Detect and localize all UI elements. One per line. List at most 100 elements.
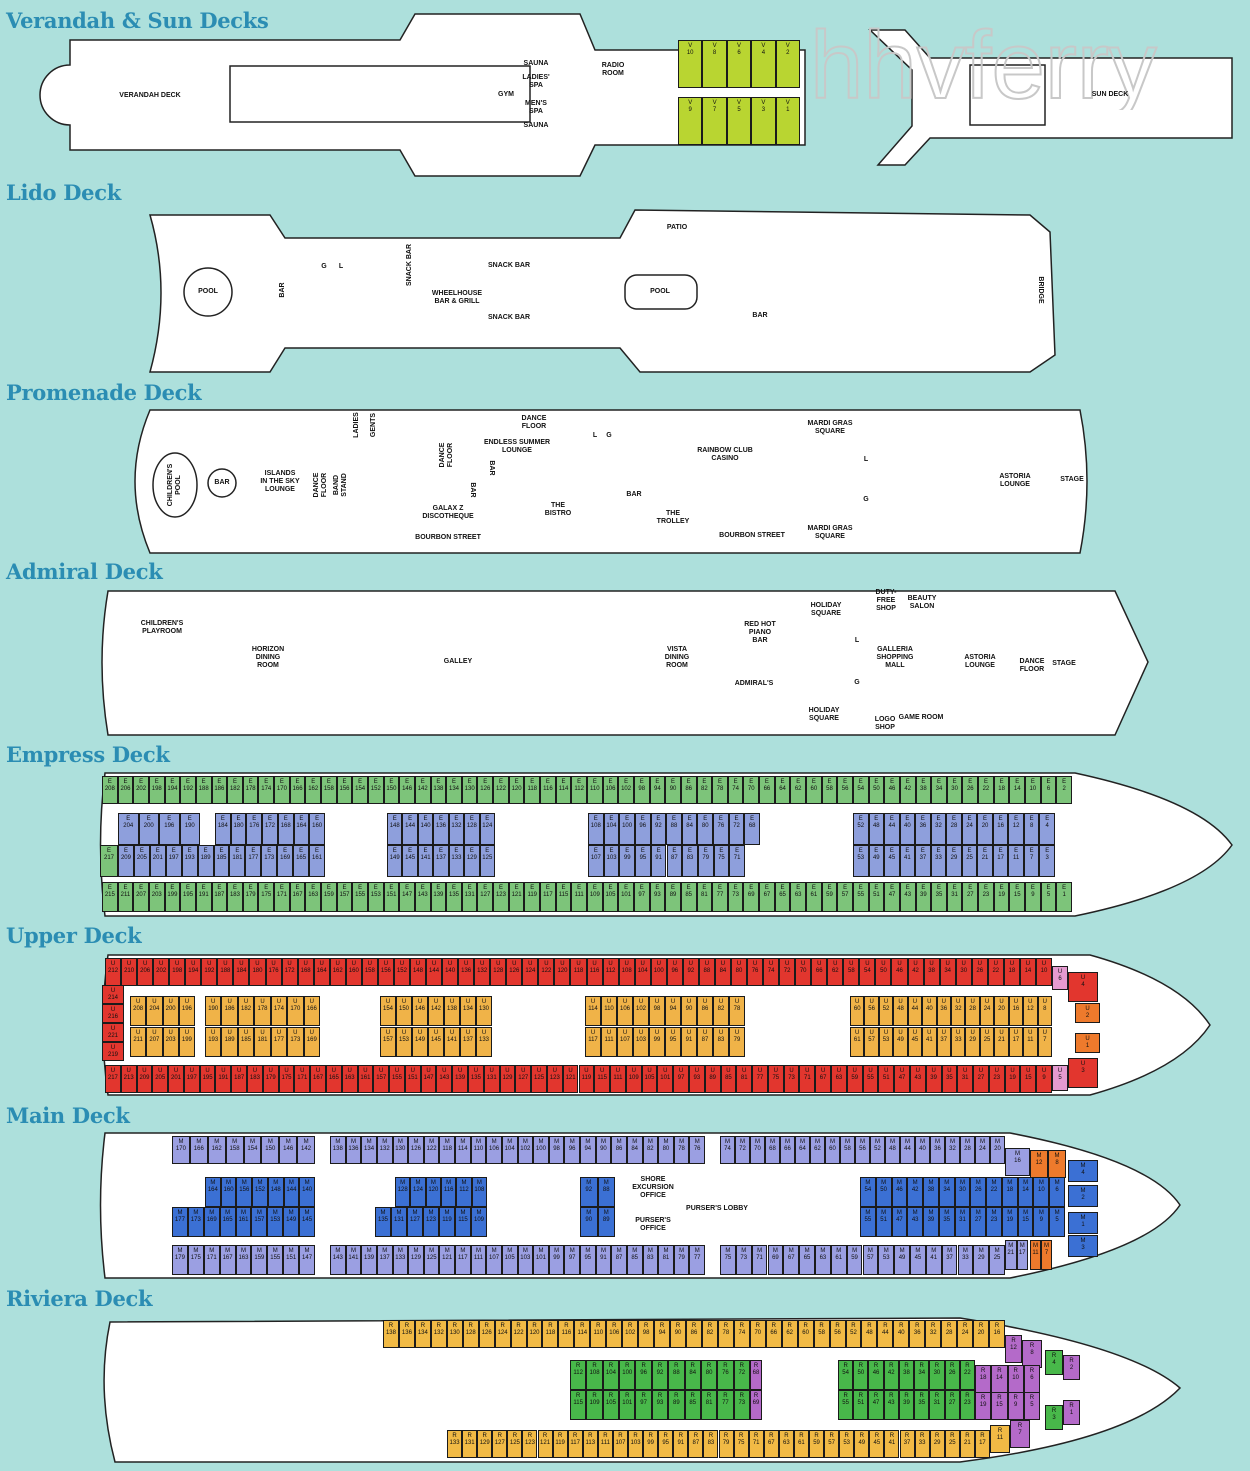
cabin-deck-letter: U — [211, 1030, 216, 1036]
label-game-room: GAME ROOM — [898, 714, 944, 721]
cabin-deck-letter: R — [648, 1433, 653, 1439]
cabin-deck-letter: E — [139, 885, 144, 891]
cabin-number: 41 — [888, 1440, 896, 1446]
cabin-deck-letter: U — [710, 1068, 715, 1074]
cabin-deck-letter: U — [977, 961, 982, 967]
cabin-number: 32 — [954, 1006, 962, 1012]
cabin-number: 167 — [222, 1255, 233, 1261]
cabin-number: 52 — [857, 823, 865, 829]
cabin-number: 68 — [752, 1370, 760, 1376]
cabin-deck-letter: M — [178, 1139, 184, 1145]
cabin-number: 202 — [136, 786, 147, 792]
cabin-deck-letter: U — [142, 961, 148, 967]
cabin-deck-letter: R — [949, 1363, 955, 1369]
cabin-deck-letter: M — [288, 1210, 294, 1216]
cabin-deck-letter: R — [674, 1363, 679, 1369]
cabin-deck-letter: U — [158, 1068, 163, 1074]
cabin-deck-letter: U — [221, 1068, 226, 1074]
cabin-number: 22 — [982, 786, 990, 792]
cabin-number: 46 — [896, 968, 903, 974]
cabin-number: 199 — [167, 892, 178, 898]
cabin-number: 187 — [234, 1075, 245, 1081]
cabin-deck-letter: M — [978, 1248, 984, 1254]
cabin-deck-letter: M — [920, 1139, 925, 1145]
cabin-number: 162 — [211, 1146, 222, 1152]
label-bar: BAR — [469, 482, 476, 498]
cabin-number: 188 — [220, 968, 231, 974]
cabin-number: 77 — [716, 892, 724, 898]
cabin-number: 47 — [896, 1217, 903, 1223]
cabin-deck-letter: U — [401, 999, 407, 1005]
cabin-number: 29 — [950, 855, 958, 861]
cabin-number: 74 — [767, 968, 775, 974]
cabin-number: 37 — [903, 1440, 911, 1446]
cabin-number: 120 — [529, 1330, 540, 1336]
cabin-deck-letter: U — [168, 999, 173, 1005]
cabin-deck-letter: U — [941, 1030, 946, 1036]
cabin-number: 32 — [949, 1146, 956, 1152]
cabin-deck-letter: U — [399, 961, 405, 967]
cabin-deck-letter: E — [299, 816, 304, 822]
deck-title-admiral: Admiral Deck — [6, 559, 163, 584]
cabin-number: 126 — [480, 786, 491, 792]
cabin-number: 80 — [705, 1370, 713, 1376]
cabin-number: 3 — [761, 107, 766, 113]
cabin-deck-letter: M — [928, 1210, 934, 1216]
cabin-deck-letter: U — [686, 999, 692, 1005]
cabin-deck-letter: U — [608, 961, 613, 967]
cabin-deck-letter: U — [584, 1068, 589, 1074]
cabin-deck-letter: U — [1057, 1068, 1063, 1074]
cabin-number: 151 — [286, 1255, 297, 1261]
cabin-deck-letter: R — [899, 1323, 904, 1329]
cabin-deck-letter: E — [1062, 779, 1067, 785]
cabin-number: 186 — [214, 786, 225, 792]
cabin-number: 39 — [903, 1400, 910, 1406]
cabin-deck-letter: E — [889, 816, 894, 822]
cabin-number: 135 — [449, 892, 460, 898]
cabin-deck-letter: E — [220, 816, 225, 822]
cabin-deck-letter: M — [899, 1248, 905, 1254]
cabin-deck-letter: U — [994, 1068, 999, 1074]
cabin-number: 36 — [940, 1006, 948, 1012]
cabin-deck-letter: M — [935, 1139, 940, 1145]
cabin-number: 103 — [606, 855, 617, 861]
cabin-number: 89 — [709, 1075, 716, 1081]
cabin-deck-letter: R — [420, 1323, 426, 1329]
cabin-number: 31 — [961, 1075, 969, 1081]
cabin-number: 109 — [589, 892, 600, 898]
cabin-number: 157 — [382, 1037, 393, 1043]
cabin-number: 6 — [737, 50, 741, 56]
cabin-number: 221 — [107, 1033, 118, 1039]
cabin-number: 154 — [247, 1146, 258, 1152]
cabin-number: 46 — [896, 1187, 903, 1193]
cabin-deck-letter: M — [915, 1248, 921, 1254]
cabin-deck-letter: U — [431, 961, 437, 967]
cabin-deck-letter: R — [663, 1433, 668, 1439]
cabin-deck-letter: M — [944, 1210, 950, 1216]
